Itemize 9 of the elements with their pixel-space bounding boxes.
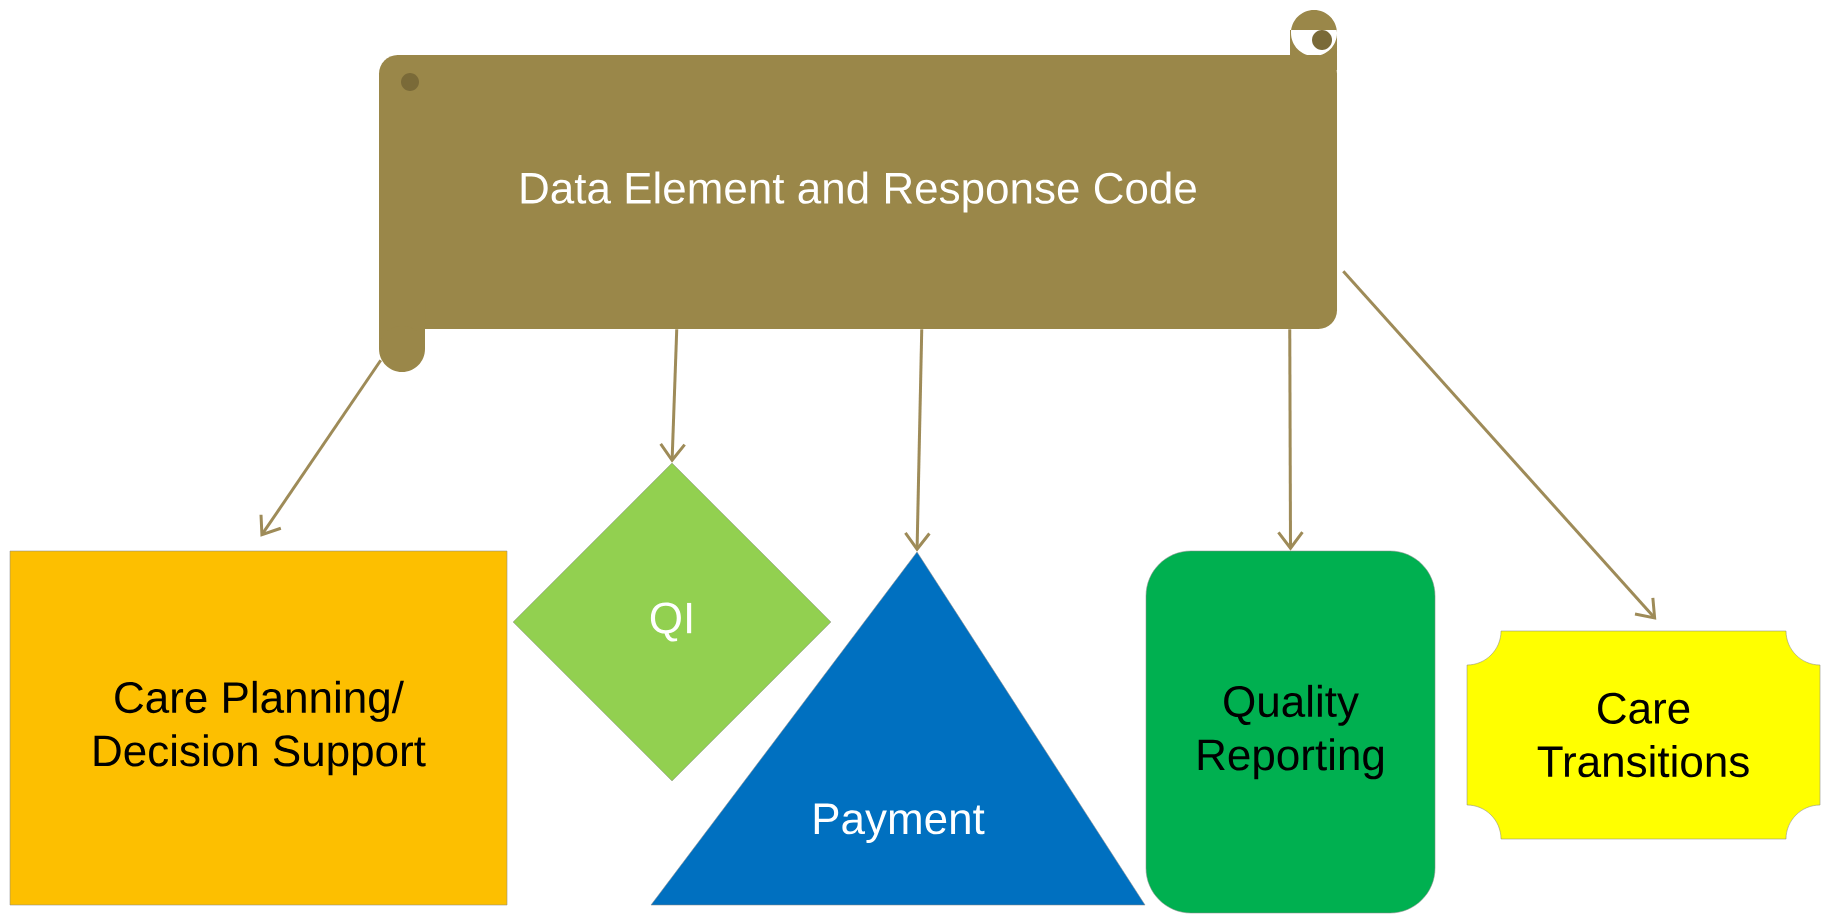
scroll-banner: Data Element and Response Code: [379, 10, 1337, 372]
arrow: [659, 329, 686, 463]
process-box: Care Planning/ Decision Support: [9, 550, 508, 906]
plaque-box: Care Transitions: [1466, 630, 1821, 840]
arrow: [904, 329, 931, 552]
arrow: [1277, 329, 1304, 551]
rounded-box: Quality Reporting: [1145, 550, 1436, 914]
arrow: [1342, 270, 1657, 620]
arrow: [259, 359, 382, 537]
